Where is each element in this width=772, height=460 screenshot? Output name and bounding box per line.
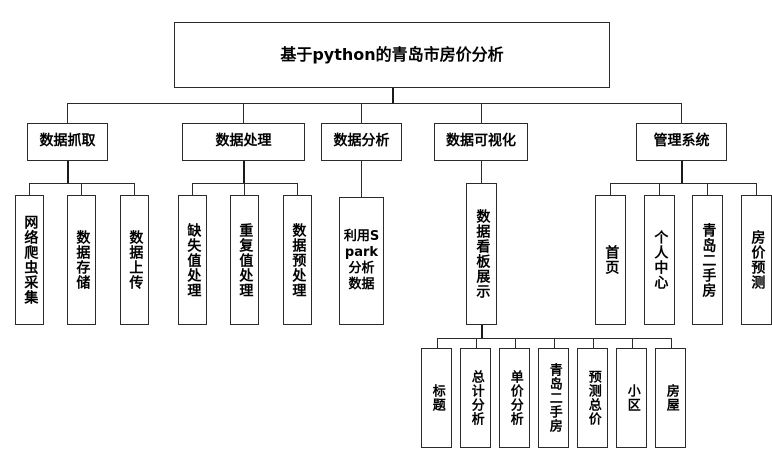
node-web-spider[interactable]: 网络爬虫采集	[15, 195, 45, 326]
node-preprocess-label: 数据预处理	[290, 222, 307, 298]
connector-drop-data-visual	[481, 103, 482, 123]
node-dashboard-label: 数据看板展示	[474, 209, 491, 299]
node-community-label: 小区	[624, 384, 640, 412]
connector-drop-mgmt-system	[681, 103, 682, 123]
connector-dashboard-stem	[481, 325, 483, 338]
node-home-label: 首页	[603, 245, 620, 275]
connector-drop-data-storage	[81, 183, 82, 195]
connector-drop-unit-price	[515, 338, 516, 348]
connector-drop-missing-value	[192, 183, 193, 195]
node-duplicate-value[interactable]: 重复值处理	[230, 195, 260, 326]
node-data-crawl-label: 数据抓取	[39, 133, 96, 150]
node-data-analysis[interactable]: 数据分析	[321, 123, 403, 162]
connector-mgmt-stem	[681, 161, 683, 183]
connector-mgmt-bus	[610, 183, 756, 184]
node-missing-value[interactable]: 缺失值处理	[178, 195, 208, 326]
node-unit-price-label: 单价分析	[507, 370, 523, 426]
node-mgmt-system-label: 管理系统	[653, 133, 710, 150]
connector-drop-preprocess	[297, 183, 298, 195]
connector-drop-price-forecast	[756, 183, 757, 195]
node-spark-analysis[interactable]: 利用Spark分析数据	[339, 197, 385, 326]
node-predict-total[interactable]: 预测总价	[577, 348, 609, 449]
connector-drop-data-analysis	[361, 103, 362, 123]
node-qingdao-resale-2-label: 青岛二手房	[700, 222, 717, 298]
connector-visual-stem	[481, 161, 482, 183]
node-dash-title-label: 标题	[429, 384, 445, 412]
node-data-analysis-label: 数据分析	[333, 133, 390, 150]
node-dash-title[interactable]: 标题	[421, 348, 453, 449]
node-qingdao-resale-label: 青岛二手房	[546, 363, 562, 433]
connector-drop-duplicate-value	[244, 183, 245, 195]
node-dashboard[interactable]: 数据看板展示	[466, 183, 498, 326]
connector-drop-dash-title	[437, 338, 438, 348]
node-personal-center[interactable]: 个人中心	[644, 195, 676, 326]
node-predict-total-label: 预测总价	[585, 370, 601, 426]
connector-drop-personal-center	[659, 183, 660, 195]
connector-crawl-stem	[67, 161, 69, 183]
node-data-crawl[interactable]: 数据抓取	[27, 123, 109, 162]
connector-drop-data-crawl	[67, 103, 68, 123]
node-preprocess[interactable]: 数据预处理	[283, 195, 313, 326]
node-data-upload[interactable]: 数据上传	[120, 195, 150, 326]
node-personal-center-label: 个人中心	[652, 230, 669, 290]
connector-drop-web-spider	[29, 183, 30, 195]
node-duplicate-value-label: 重复值处理	[237, 222, 254, 298]
node-data-visual[interactable]: 数据可视化	[434, 123, 529, 162]
connector-drop-home	[610, 183, 611, 195]
node-missing-value-label: 缺失值处理	[185, 222, 202, 298]
node-price-forecast-label: 房价预测	[749, 230, 766, 290]
connector-root-stem	[392, 88, 394, 103]
node-price-forecast[interactable]: 房价预测	[741, 195, 772, 326]
connector-drop-predict-total	[593, 338, 594, 348]
node-data-process[interactable]: 数据处理	[182, 123, 306, 162]
node-data-storage-label: 数据存储	[74, 230, 91, 290]
node-total-analysis-label: 总计分析	[468, 370, 484, 426]
node-data-process-label: 数据处理	[215, 133, 272, 150]
root-node-house-price-analysis[interactable]: 基于python的青岛市房价分析	[174, 22, 611, 89]
connector-process-stem	[243, 161, 245, 183]
connector-drop-qingdao-resale	[554, 338, 555, 348]
node-community[interactable]: 小区	[616, 348, 648, 449]
connector-drop-house	[671, 338, 672, 348]
connector-drop-qingdao-resale-2	[707, 183, 708, 195]
node-mgmt-system[interactable]: 管理系统	[636, 123, 728, 162]
node-house-label: 房屋	[663, 384, 679, 412]
connector-drop-data-process	[243, 103, 244, 123]
node-home[interactable]: 首页	[595, 195, 627, 326]
connector-analysis-stem	[361, 161, 362, 197]
node-total-analysis[interactable]: 总计分析	[460, 348, 492, 449]
node-unit-price[interactable]: 单价分析	[499, 348, 531, 449]
node-house[interactable]: 房屋	[655, 348, 687, 449]
node-data-storage[interactable]: 数据存储	[67, 195, 97, 326]
root-node-label: 基于python的青岛市房价分析	[280, 45, 504, 65]
node-qingdao-resale[interactable]: 青岛二手房	[538, 348, 570, 449]
node-data-upload-label: 数据上传	[127, 230, 144, 290]
node-spark-analysis-label: 利用Spark分析数据	[343, 228, 380, 293]
node-web-spider-label: 网络爬虫采集	[22, 215, 39, 305]
connector-level2-bus	[67, 103, 682, 104]
node-qingdao-resale-2[interactable]: 青岛二手房	[692, 195, 724, 326]
connector-drop-data-upload	[134, 183, 135, 195]
node-data-visual-label: 数据可视化	[446, 133, 516, 150]
connector-drop-total-analysis	[476, 338, 477, 348]
connector-drop-community	[632, 338, 633, 348]
